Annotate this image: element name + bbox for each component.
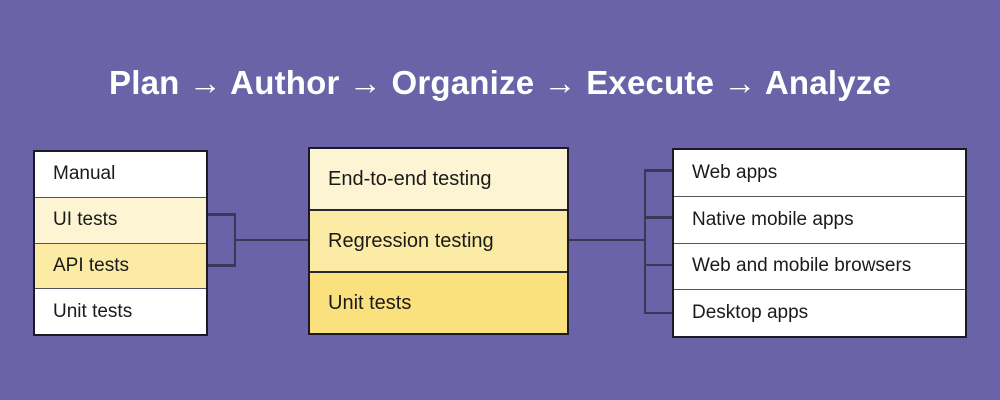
list-item-web-and-mobile-browsers: Web and mobile browsers (674, 242, 965, 290)
platforms-box: Web apps Native mobile apps Web and mobi… (672, 148, 967, 338)
list-item-web-apps: Web apps (674, 150, 965, 196)
list-item-label: End-to-end testing (328, 167, 492, 190)
connector-right-bracket-vertical (643, 169, 646, 314)
list-item-unit-tests: Unit tests (35, 288, 206, 334)
list-item-label: Web apps (692, 161, 778, 183)
list-item-label: Desktop apps (692, 302, 809, 324)
list-item-label: UI tests (53, 209, 118, 231)
list-item-end-to-end-testing: End-to-end testing (310, 149, 567, 209)
list-item-label: Web and mobile browsers (692, 255, 912, 277)
connector-main-right (568, 238, 646, 241)
connector-left-stub-api-tests (206, 264, 236, 267)
list-item-manual: Manual (35, 152, 206, 197)
list-item-unit-tests-middle: Unit tests (310, 271, 567, 333)
list-item-desktop-apps: Desktop apps (674, 289, 965, 336)
list-item-label: Unit tests (328, 291, 412, 314)
connector-left-stub-ui-tests (206, 213, 236, 216)
list-item-ui-tests: UI tests (35, 196, 206, 243)
connector-right-stub-desktop-apps (644, 311, 674, 314)
list-item-label: Regression testing (328, 229, 494, 252)
list-item-api-tests: API tests (35, 242, 206, 289)
test-types-box: Manual UI tests API tests Unit tests (33, 150, 208, 336)
list-item-label: Native mobile apps (692, 208, 854, 230)
list-item-label: Manual (53, 163, 116, 185)
list-item-label: Unit tests (53, 300, 133, 322)
connector-right-stub-web-apps (644, 169, 674, 172)
list-item-regression-testing: Regression testing (310, 209, 567, 271)
connector-right-stub-web-and-mobile-browsers (644, 263, 674, 266)
list-item-label: API tests (53, 254, 130, 276)
testing-kinds-box: End-to-end testing Regression testing Un… (308, 147, 569, 335)
connector-right-stub-native-mobile-apps (644, 216, 674, 219)
workflow-title: Plan → Author → Organize → Execute → Ana… (108, 64, 891, 101)
list-item-native-mobile-apps: Native mobile apps (674, 195, 965, 243)
connector-main-left (234, 238, 310, 241)
